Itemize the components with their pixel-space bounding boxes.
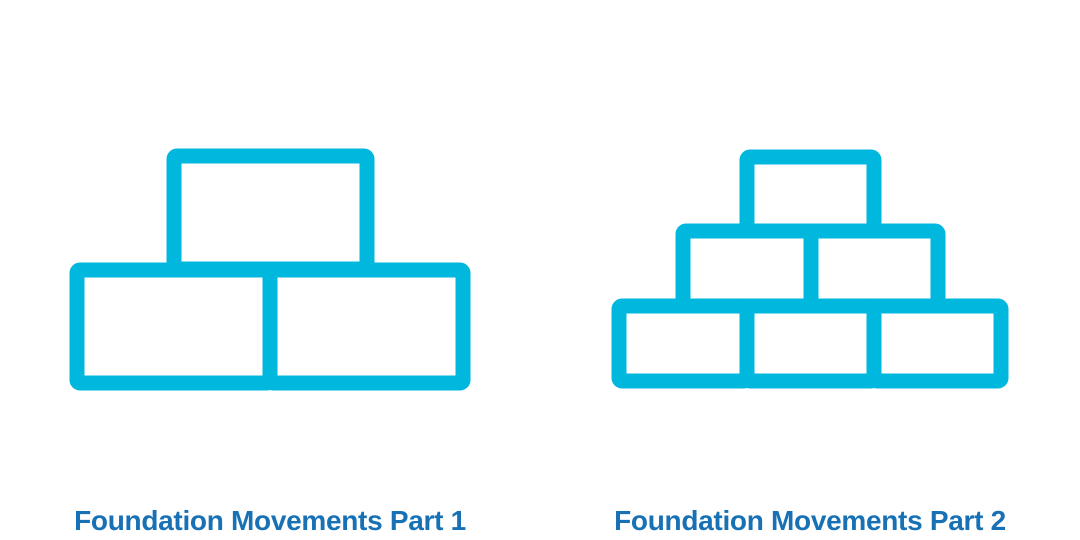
bricks-pyramid-6-icon [611, 149, 1009, 389]
bricks-3-icon [69, 148, 471, 391]
brick-bottom-left [69, 262, 278, 391]
foundation-movements-part-1-card[interactable]: Foundation Movements Part 1 [40, 0, 500, 540]
brick-top [166, 148, 375, 277]
brick-bottom-left [611, 298, 755, 389]
foundation-movements-part-2-card[interactable]: Foundation Movements Part 2 [580, 0, 1040, 540]
brick-bottom-middle [739, 298, 882, 389]
brick-middle-right [803, 223, 946, 314]
brick-middle-left [675, 223, 819, 314]
card-title: Foundation Movements Part 2 [614, 505, 1006, 536]
brick-bottom-right [262, 262, 471, 391]
brick-bottom-right [866, 298, 1009, 389]
brick-top [739, 149, 882, 239]
card-title: Foundation Movements Part 1 [74, 505, 466, 536]
